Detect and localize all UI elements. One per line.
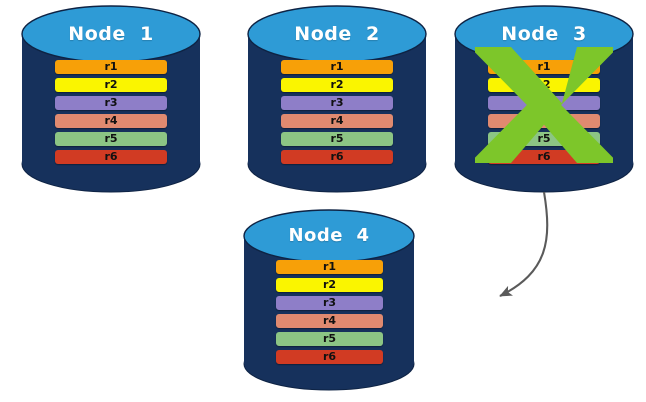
arrow-path xyxy=(499,191,549,297)
row-r3[interactable]: r3 xyxy=(488,96,600,110)
row-r2[interactable]: r2 xyxy=(55,78,167,92)
row-r5[interactable]: r5 xyxy=(55,132,167,146)
row-r6[interactable]: r6 xyxy=(281,150,393,164)
node-2-rows: r1 r2 r3 r4 r5 r6 xyxy=(248,6,426,192)
row-r3[interactable]: r3 xyxy=(55,96,167,110)
row-r4[interactable]: r4 xyxy=(281,114,393,128)
row-r2[interactable]: r2 xyxy=(276,278,383,292)
row-r2[interactable]: r2 xyxy=(488,78,600,92)
row-r5[interactable]: r5 xyxy=(281,132,393,146)
node-3-rows: r1 r2 r3 r4 r5 r6 xyxy=(455,6,633,192)
row-r2[interactable]: r2 xyxy=(281,78,393,92)
row-r6[interactable]: r6 xyxy=(488,150,600,164)
row-r1[interactable]: r1 xyxy=(281,60,393,74)
row-r4[interactable]: r4 xyxy=(488,114,600,128)
row-r4[interactable]: r4 xyxy=(55,114,167,128)
row-r4[interactable]: r4 xyxy=(276,314,383,328)
row-r3[interactable]: r3 xyxy=(281,96,393,110)
node-1-rows: r1 r2 r3 r4 r5 r6 xyxy=(22,6,200,192)
row-r1[interactable]: r1 xyxy=(55,60,167,74)
node-4-rows: r1 r2 r3 r4 r5 r6 xyxy=(244,210,414,390)
row-r1[interactable]: r1 xyxy=(488,60,600,74)
row-r3[interactable]: r3 xyxy=(276,296,383,310)
row-r6[interactable]: r6 xyxy=(55,150,167,164)
row-r5[interactable]: r5 xyxy=(276,332,383,346)
row-r1[interactable]: r1 xyxy=(276,260,383,274)
row-r5[interactable]: r5 xyxy=(488,132,600,146)
row-r6[interactable]: r6 xyxy=(276,350,383,364)
